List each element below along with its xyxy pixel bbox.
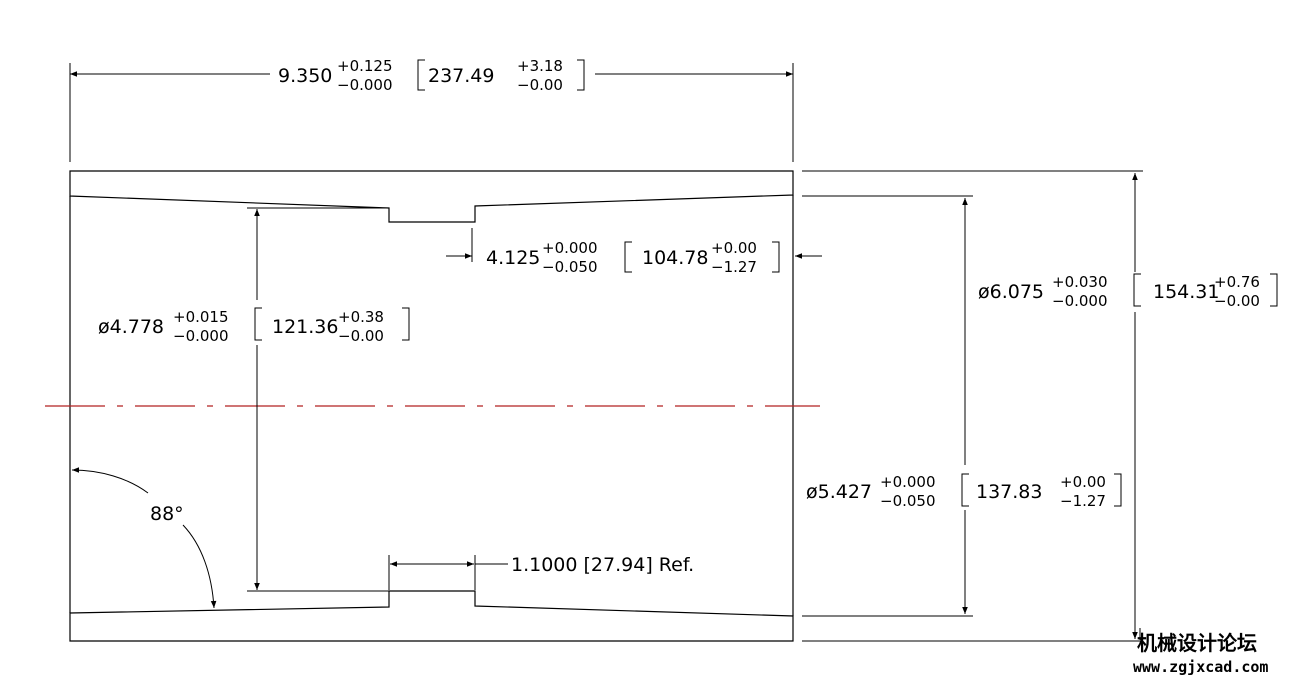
svg-text:+0.015: +0.015	[173, 308, 229, 326]
svg-text:+0.76: +0.76	[1214, 273, 1260, 291]
angle-label: 88°	[150, 503, 184, 525]
svg-text:−0.00: −0.00	[1214, 292, 1260, 310]
svg-text:+0.125: +0.125	[337, 57, 393, 75]
svg-text:ø5.427: ø5.427	[806, 481, 872, 503]
svg-text:+0.000: +0.000	[880, 473, 936, 491]
svg-text:+0.030: +0.030	[1052, 273, 1108, 291]
svg-text:121.36: 121.36	[272, 316, 338, 338]
lower-wall-section	[69, 590, 794, 642]
upper-wall-section	[69, 170, 794, 223]
svg-text:−0.00: −0.00	[338, 327, 384, 345]
svg-text:+0.00: +0.00	[711, 239, 757, 257]
watermark-title: 机械设计论坛	[1137, 631, 1257, 655]
svg-text:−0.050: −0.050	[542, 258, 598, 276]
svg-text:+0.000: +0.000	[542, 239, 598, 257]
outer-diameter-label: ø6.075 +0.030 −0.000 154.31 +0.76 −0.00	[978, 273, 1278, 310]
svg-text:9.350: 9.350	[278, 65, 332, 87]
svg-text:−0.050: −0.050	[880, 492, 936, 510]
svg-text:+3.18: +3.18	[517, 57, 563, 75]
svg-text:4.125: 4.125	[486, 247, 540, 269]
recess-position-label: 4.125 +0.000 −0.050 104.78 +0.00 −1.27	[486, 239, 780, 276]
angle-arc-lower	[182, 524, 217, 609]
svg-text:−0.000: −0.000	[337, 76, 393, 94]
svg-text:−0.000: −0.000	[1052, 292, 1108, 310]
watermark-url: www.zgjxcad.com	[1133, 658, 1268, 676]
svg-text:154.31: 154.31	[1153, 281, 1219, 303]
svg-text:−0.000: −0.000	[173, 327, 229, 345]
svg-text:104.78: 104.78	[642, 247, 708, 269]
svg-text:ø4.778: ø4.778	[98, 316, 164, 338]
angle-arc-upper	[71, 467, 149, 494]
taper-diameter-label: ø5.427 +0.000 −0.050 137.83 +0.00 −1.27	[806, 473, 1122, 510]
svg-text:+0.00: +0.00	[1060, 473, 1106, 491]
svg-text:237.49: 237.49	[428, 65, 494, 87]
svg-text:137.83: 137.83	[976, 481, 1042, 503]
svg-text:ø6.075: ø6.075	[978, 281, 1044, 303]
svg-text:−1.27: −1.27	[1060, 492, 1106, 510]
svg-text:−0.00: −0.00	[517, 76, 563, 94]
svg-text:−1.27: −1.27	[711, 258, 757, 276]
overall-length-label: 9.350 +0.125 −0.000 237.49 +3.18 −0.00	[278, 57, 585, 94]
svg-text:+0.38: +0.38	[338, 308, 384, 326]
bore-diameter-label: ø4.778 +0.015 −0.000 121.36 +0.38 −0.00	[98, 307, 410, 345]
recess-width-label: 1.1000 [27.94] Ref.	[511, 554, 694, 576]
